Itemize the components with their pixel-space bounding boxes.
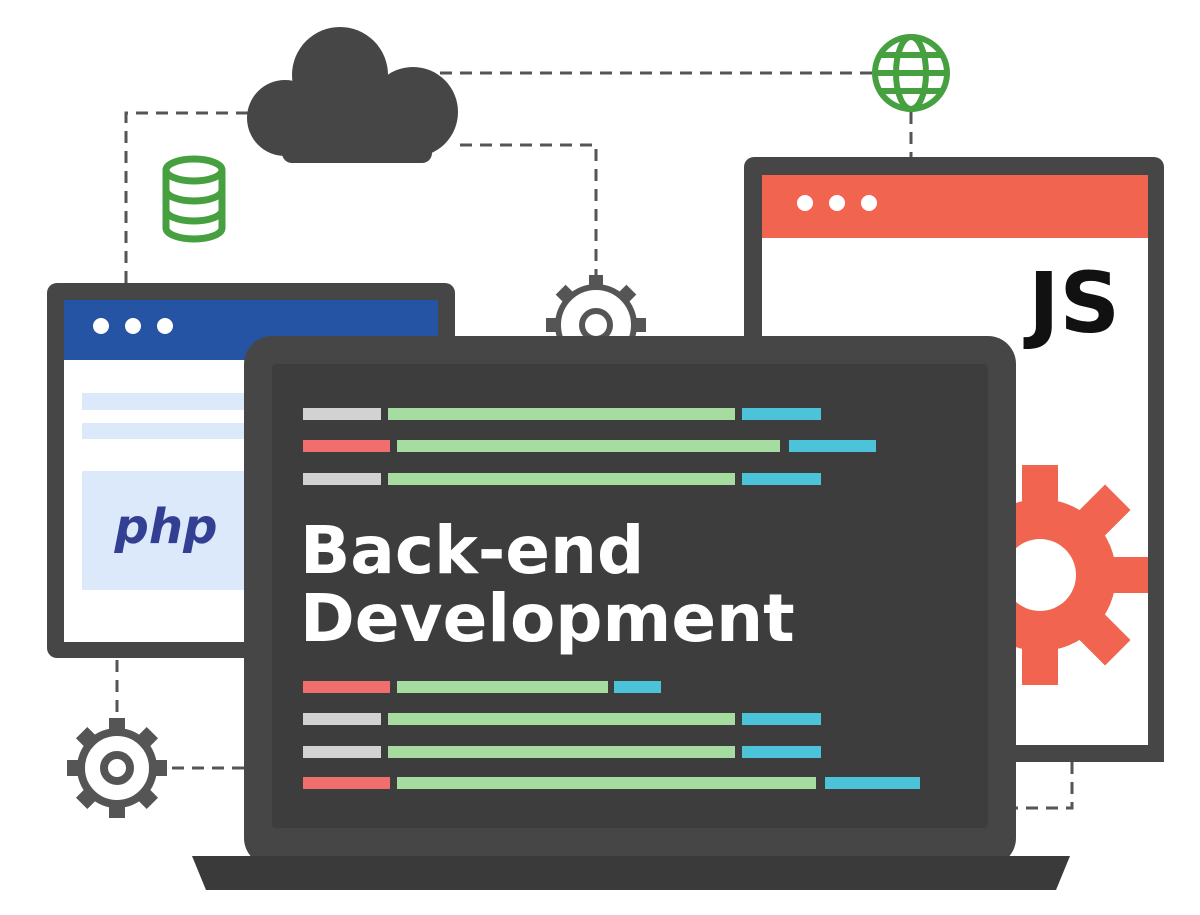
php-label: php bbox=[114, 499, 218, 555]
laptop: Back-end Development bbox=[192, 336, 1070, 890]
gear-icon bbox=[67, 718, 167, 818]
title-line-1: Back-end bbox=[300, 512, 644, 589]
title-line-2: Development bbox=[300, 580, 795, 657]
cloud-icon bbox=[247, 27, 458, 163]
database-icon bbox=[162, 155, 226, 243]
js-label: JS bbox=[1023, 254, 1120, 352]
code-lines-top bbox=[303, 408, 876, 485]
connector-lines bbox=[115, 71, 1074, 810]
globe-icon bbox=[872, 34, 950, 112]
code-lines-bottom bbox=[303, 681, 920, 789]
